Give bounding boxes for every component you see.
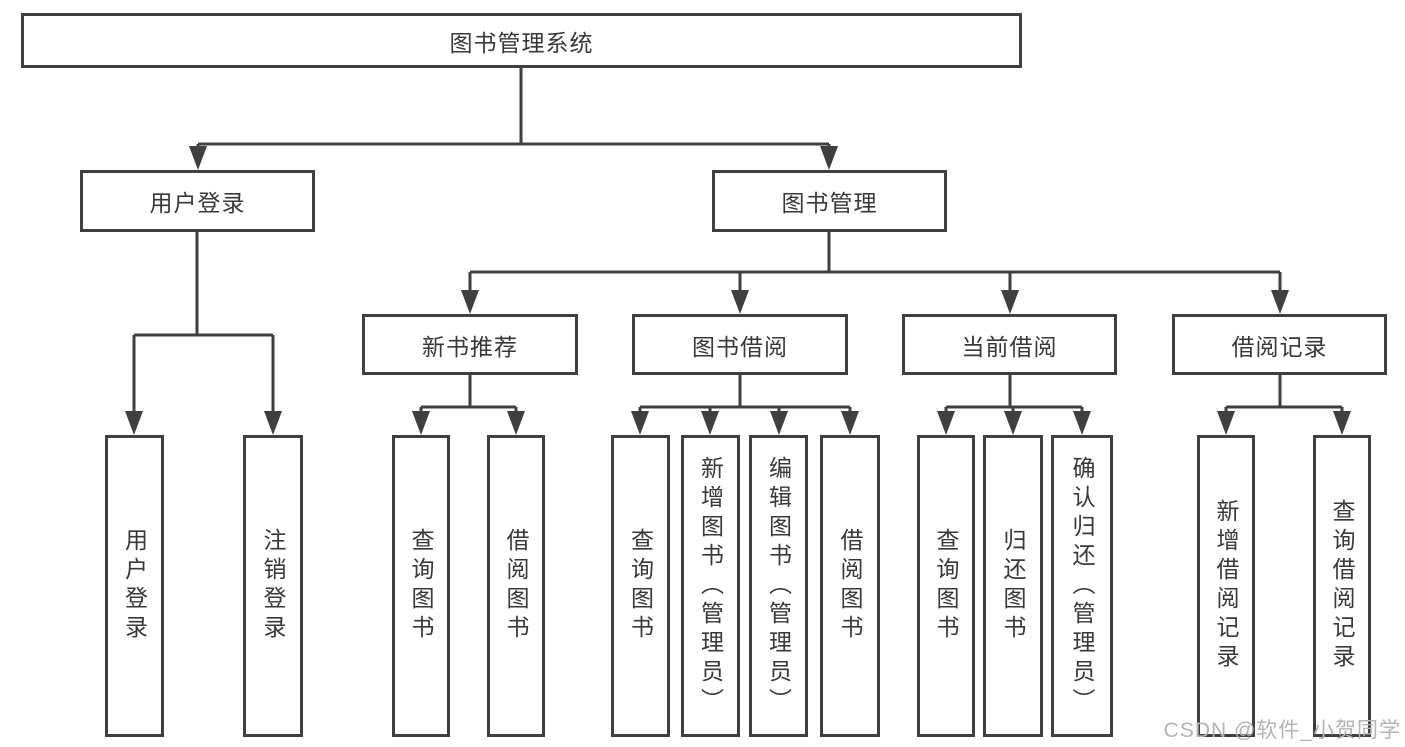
connector-user-login-branch — [125, 232, 282, 435]
node-borrowing-records: 借阅记录 — [1172, 314, 1387, 375]
node-leaf-borrow-edit-admin: 编辑图书（管理员） — [749, 435, 808, 737]
leaf-label: 确认归还（管理员） — [1069, 455, 1095, 717]
leaf-label: 借阅图书 — [837, 528, 863, 644]
node-leaf-newbook-query: 查询图书 — [392, 435, 450, 737]
connector-root-to-level2 — [189, 68, 838, 170]
node-new-book-recommend: 新书推荐 — [362, 314, 578, 375]
leaf-label: 借阅图书 — [503, 528, 529, 644]
node-leaf-current-return: 归还图书 — [983, 435, 1043, 737]
leaf-label: 注销登录 — [260, 528, 286, 644]
leaf-label: 新增借阅记录 — [1213, 499, 1239, 673]
node-book-management: 图书管理 — [712, 170, 947, 232]
node-user-login: 用户登录 — [80, 170, 315, 232]
node-leaf-borrow-borrow: 借阅图书 — [820, 435, 880, 737]
node-leaf-logout: 注销登录 — [243, 435, 303, 737]
leaf-label: 编辑图书（管理员） — [765, 455, 792, 717]
node-leaf-current-query: 查询图书 — [917, 435, 975, 737]
connector-borrow-record-branch — [1217, 375, 1351, 435]
connector-book-management-branch — [461, 232, 1289, 314]
node-leaf-borrow-add-admin: 新增图书（管理员） — [681, 435, 740, 737]
leaf-label: 用户登录 — [121, 528, 148, 644]
node-root-system: 图书管理系统 — [21, 13, 1022, 68]
leaf-label: 查询图书 — [408, 528, 434, 644]
node-leaf-user-login: 用户登录 — [105, 435, 164, 737]
node-current-borrowing: 当前借阅 — [902, 314, 1117, 375]
node-leaf-record-add: 新增借阅记录 — [1197, 435, 1255, 737]
connector-new-book-branch — [412, 375, 525, 435]
connector-current-borrowing-branch — [937, 375, 1091, 435]
leaf-label: 归还图书 — [1000, 528, 1026, 644]
node-book-borrowing: 图书借阅 — [632, 314, 848, 375]
leaf-label: 查询借阅记录 — [1329, 499, 1355, 673]
leaf-label: 查询图书 — [933, 528, 959, 644]
csdn-watermark: CSDN @软件_小贺同学 — [1163, 719, 1401, 742]
node-leaf-current-confirm-admin: 确认归还（管理员） — [1051, 435, 1113, 737]
connector-book-borrowing-branch — [631, 375, 859, 435]
node-leaf-borrow-query: 查询图书 — [611, 435, 670, 737]
node-leaf-record-query: 查询借阅记录 — [1313, 435, 1371, 737]
node-leaf-newbook-borrow: 借阅图书 — [487, 435, 545, 737]
leaf-label: 新增图书（管理员） — [697, 455, 724, 717]
leaf-label: 查询图书 — [627, 528, 654, 644]
